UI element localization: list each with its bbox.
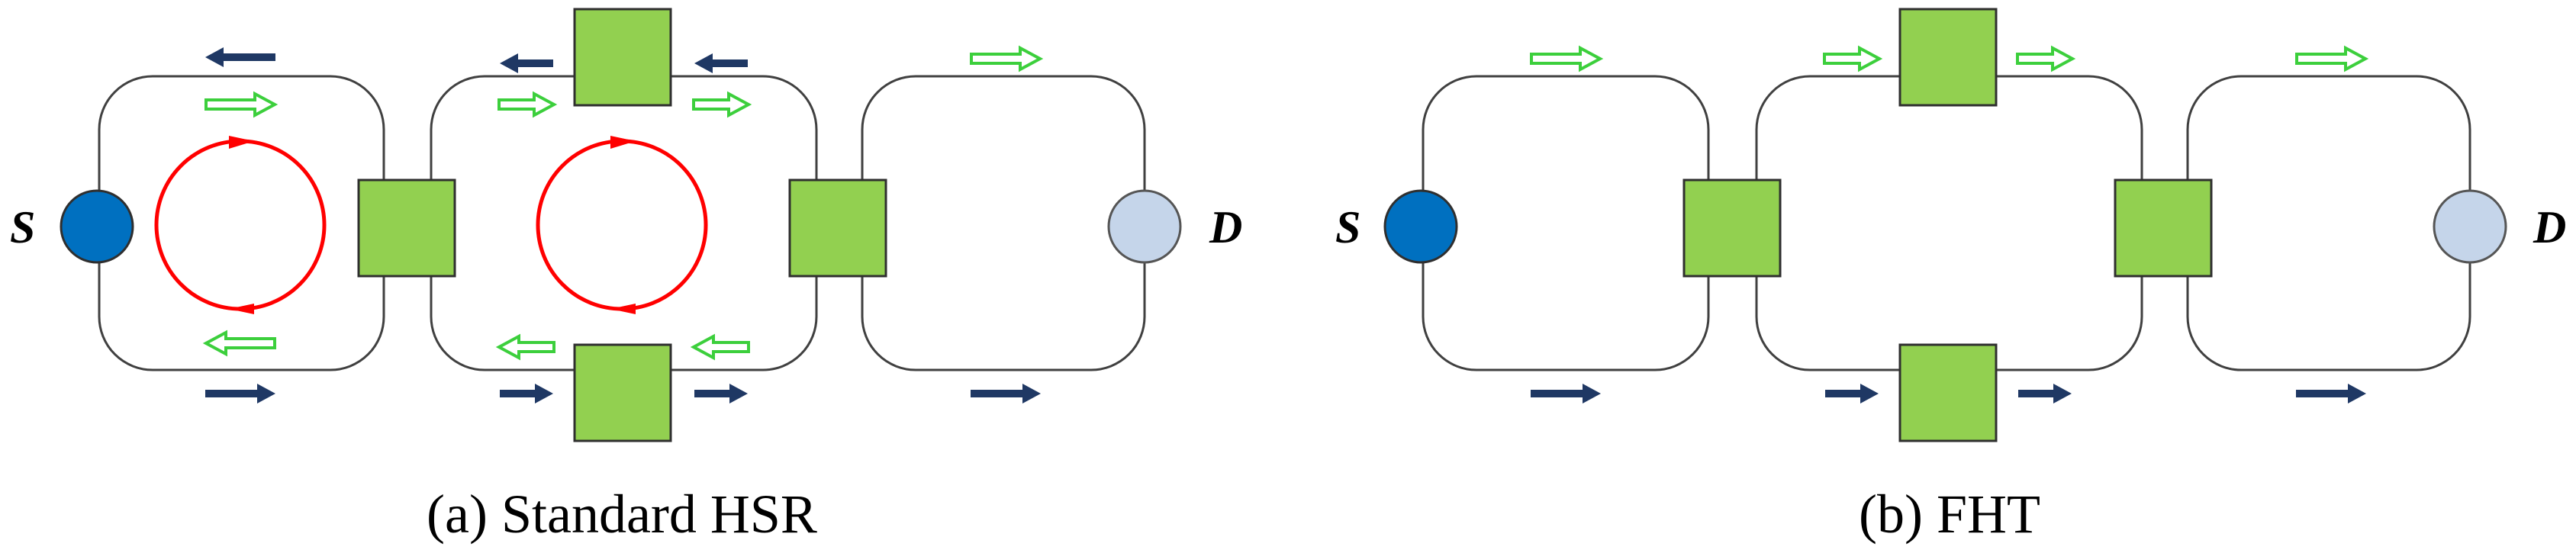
red-loop-arrow-icon xyxy=(610,136,636,149)
ring-3 xyxy=(861,75,1146,371)
hollow-green-arrow-icon xyxy=(1823,45,1883,72)
solid-dark-arrow-icon xyxy=(500,384,553,403)
destination-node xyxy=(1107,189,1182,264)
loop-ring-1 xyxy=(154,139,327,311)
destination-label: D xyxy=(1209,202,1242,252)
hollow-green-arrow-icon xyxy=(204,91,279,118)
solid-dark-arrow-icon xyxy=(2296,384,2366,403)
solid-dark-arrow-icon xyxy=(694,384,748,403)
ring-2 xyxy=(430,75,818,371)
hollow-green-arrow-icon xyxy=(202,330,276,357)
caption-fht: (b) FHT xyxy=(1859,484,2040,545)
solid-dark-arrow-icon xyxy=(2018,384,2072,403)
arrows-layer xyxy=(202,45,2369,403)
hollow-green-arrow-icon xyxy=(2016,45,2076,72)
solid-dark-arrow-icon xyxy=(694,53,748,73)
source-label: S xyxy=(1335,202,1360,252)
destination-node xyxy=(2433,189,2507,264)
redbox-node xyxy=(357,178,456,278)
solid-dark-arrow-icon xyxy=(205,47,275,67)
redbox-node xyxy=(1898,343,1998,442)
source-node xyxy=(1383,189,1458,264)
solid-dark-arrow-icon xyxy=(500,53,553,73)
hollow-green-arrow-icon xyxy=(2295,45,2369,72)
hollow-green-arrow-icon xyxy=(970,45,1044,72)
red-loop-arrow-icon xyxy=(610,304,636,314)
ring-lines xyxy=(1422,75,2471,371)
hollow-green-arrow-icon xyxy=(495,333,555,361)
diagram-fht: S D xyxy=(1335,8,2566,442)
redbox-node xyxy=(1682,178,1782,278)
ring-2 xyxy=(1755,75,2143,371)
hollow-green-arrow-icon xyxy=(692,91,752,118)
redbox-nodes xyxy=(1682,8,2213,442)
redbox-node xyxy=(573,8,672,107)
hollow-green-arrow-icon xyxy=(1530,45,1604,72)
destination-label: D xyxy=(2533,202,2566,252)
source-label: S xyxy=(10,202,35,252)
red-loop-arrow-icon xyxy=(229,304,254,314)
solid-dark-arrow-icon xyxy=(1531,384,1601,403)
loop-arrowheads xyxy=(229,136,636,314)
diagram-standard-hsr: S D xyxy=(10,8,1242,442)
red-loop-arrow-icon xyxy=(229,136,254,149)
hollow-green-arrow-icon xyxy=(497,91,558,118)
solid-dark-arrow-icon xyxy=(1825,384,1879,403)
hollow-green-arrow-icon xyxy=(690,333,750,361)
source-node xyxy=(60,189,134,264)
solid-dark-arrow-icon xyxy=(205,384,275,403)
redbox-node xyxy=(573,343,672,442)
redbox-node xyxy=(2114,178,2213,278)
redbox-nodes xyxy=(357,8,887,442)
loop-ring-2 xyxy=(536,139,708,311)
ring-3 xyxy=(2186,75,2471,371)
caption-standard-hsr: (a) Standard HSR xyxy=(427,484,817,545)
redbox-node xyxy=(1898,8,1998,107)
ring-lines xyxy=(98,75,1146,371)
redbox-node xyxy=(788,178,887,278)
ring-1 xyxy=(98,75,385,371)
solid-dark-arrow-icon xyxy=(971,384,1041,403)
ring-1 xyxy=(1422,75,1710,371)
